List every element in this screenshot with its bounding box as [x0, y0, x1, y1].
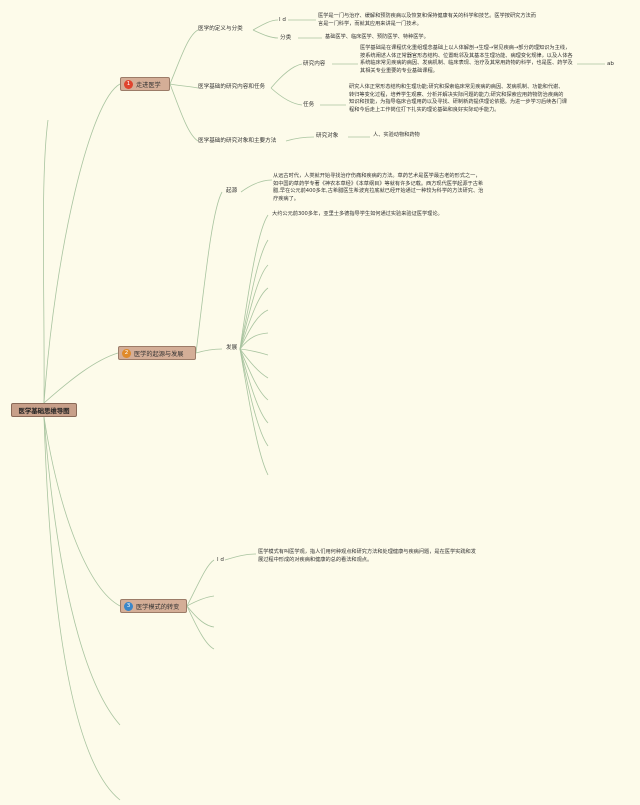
node-origin-development-label: 医学的起源与发展	[134, 350, 184, 358]
node-definition-classification[interactable]: 医学的定义与分类	[198, 26, 243, 32]
node-origin-key[interactable]: 起源	[226, 188, 238, 194]
node-classification-key[interactable]: 分类	[280, 35, 292, 41]
node-intro-medicine[interactable]: 1 走进医学	[120, 77, 170, 91]
origin-text: 从远古时代，人类就开始寻找治疗伤痛和疾病的方法。草药艺术是医学最古老的形式之一，…	[273, 173, 484, 202]
node-model-key[interactable]: l d	[217, 557, 224, 563]
task-text: 研究人体正常形态结构和生理功能;研究和探索临床常见疾病的病因、发病机制、功能和代…	[349, 84, 567, 113]
number-1-icon: 1	[124, 79, 133, 89]
model-text: 医学模式有叫医学观，指人们用何种观点和研究方法和处理健康与疾病问题，是在医学实践…	[258, 549, 476, 563]
node-definition-key[interactable]: l d	[279, 17, 286, 23]
node-medical-model-change[interactable]: 3 医学模式的转变	[120, 599, 187, 613]
development-first-text: 大约公元前300多年，亚里士多德指导学生如何通过实验来验证医学理论。	[272, 211, 443, 217]
number-2-icon: 2	[122, 348, 131, 358]
root-node[interactable]: 医学基础思维导图	[11, 403, 77, 417]
node-task-key[interactable]: 任务	[303, 102, 315, 108]
research-object-text: 人、实验动物和药物	[373, 132, 420, 138]
node-origin-development[interactable]: 2 医学的起源与发展	[118, 346, 196, 360]
node-content-tasks[interactable]: 医学基础的研究内容和任务	[198, 84, 266, 90]
node-medical-model-change-label: 医学模式的转变	[136, 603, 180, 611]
number-3-icon: 3	[124, 601, 133, 611]
research-tag[interactable]: ab	[607, 61, 614, 67]
node-development-key[interactable]: 发展	[226, 345, 238, 351]
research-content-text: 医学基础是在课程优化重组理念基础上以人体解剖→生理→常见疾病→部分药理知识为主线…	[360, 45, 573, 74]
node-research-object-methods[interactable]: 医学基础的研究对象和主要方法	[198, 138, 277, 144]
node-research-content-key[interactable]: 研究内容	[303, 61, 326, 67]
node-intro-medicine-label: 走进医学	[136, 81, 161, 89]
classification-text: 基础医学、临床医学、预防医学、特种医学。	[325, 34, 429, 40]
node-research-object-key[interactable]: 研究对象	[316, 133, 339, 139]
definition-text: 医学是一门与治疗、缓解和预防疾病以及恢复和保持健康有关的科学和技艺。医学按研究方…	[318, 13, 536, 27]
